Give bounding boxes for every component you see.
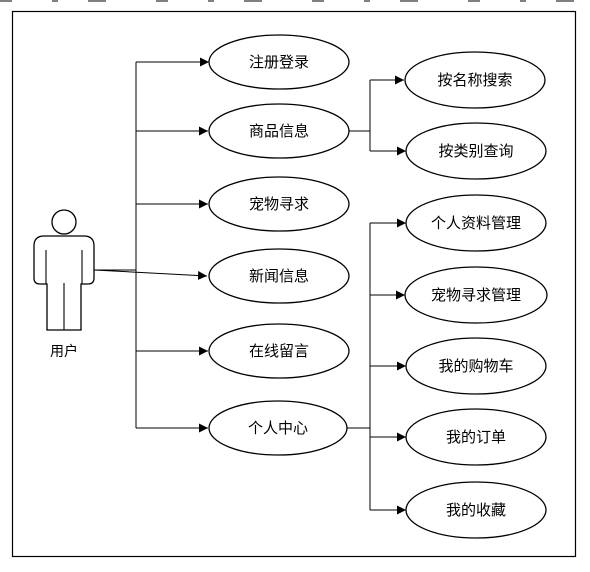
use-case-label: 新闻信息 bbox=[249, 267, 309, 285]
use-case-ellipse bbox=[208, 34, 350, 90]
product-info-connectors bbox=[349, 75, 406, 156]
use-case-label: 个人资料管理 bbox=[431, 214, 521, 232]
use-case-ellipse bbox=[208, 248, 350, 304]
use-case-register-login: 注册登录 bbox=[208, 34, 350, 90]
actor-head bbox=[51, 209, 77, 235]
personal-center-connectors bbox=[347, 218, 406, 515]
use-case-personal-center: 个人中心 bbox=[208, 400, 348, 456]
use-case-label: 在线留言 bbox=[249, 342, 309, 360]
use-case-ellipse bbox=[208, 176, 350, 232]
use-case-label: 我的订单 bbox=[446, 428, 506, 446]
use-case-pet-search: 宠物寻求 bbox=[208, 176, 350, 232]
use-case-news-info: 新闻信息 bbox=[208, 248, 350, 304]
use-case-label: 注册登录 bbox=[249, 53, 309, 71]
use-case-profile-management: 个人资料管理 bbox=[405, 194, 547, 252]
use-case-ellipse bbox=[208, 103, 350, 159]
use-case-ellipse bbox=[405, 337, 547, 395]
actor-user: 用户 bbox=[33, 209, 95, 360]
use-case-label: 我的收藏 bbox=[446, 501, 506, 519]
use-case-label: 个人中心 bbox=[248, 419, 308, 437]
use-case-query-by-category: 按类别查询 bbox=[405, 122, 547, 180]
use-case-search-by-name: 按名称搜索 bbox=[404, 51, 546, 109]
use-case-pet-search-management: 宠物寻求管理 bbox=[404, 266, 548, 324]
use-case-ellipse bbox=[405, 408, 547, 466]
actor-connectors bbox=[93, 57, 209, 433]
use-case-label: 宠物寻求管理 bbox=[431, 286, 521, 304]
use-case-ellipse bbox=[405, 481, 547, 539]
use-case-ellipse bbox=[405, 194, 547, 252]
use-case-online-message: 在线留言 bbox=[208, 323, 350, 379]
connector-news-info bbox=[93, 269, 208, 281]
use-case-ellipse bbox=[405, 122, 547, 180]
use-case-product-info: 商品信息 bbox=[208, 103, 350, 159]
use-case-ellipse bbox=[404, 266, 548, 324]
use-case-ellipse bbox=[208, 400, 348, 456]
use-case-label: 按名称搜索 bbox=[437, 71, 512, 89]
use-case-label: 我的购物车 bbox=[438, 357, 513, 375]
use-case-my-orders: 我的订单 bbox=[405, 408, 547, 466]
actor-label: 用户 bbox=[50, 343, 78, 360]
use-case-label: 宠物寻求 bbox=[249, 195, 309, 213]
use-case-label: 按类别查询 bbox=[438, 142, 513, 160]
use-case-ellipse bbox=[404, 51, 546, 109]
use-case-ellipse bbox=[208, 323, 350, 379]
use-case-my-cart: 我的购物车 bbox=[405, 337, 547, 395]
use-case-my-favorites: 我的收藏 bbox=[405, 481, 547, 539]
use-case-label: 商品信息 bbox=[249, 122, 309, 140]
diagram-frame bbox=[11, 10, 577, 558]
